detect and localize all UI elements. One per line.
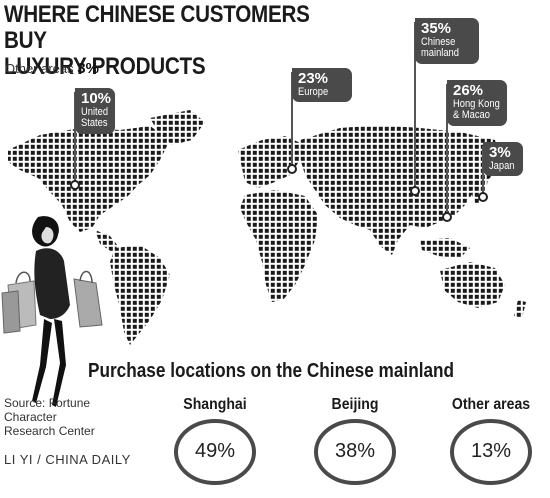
percentage-ring: 38% <box>314 419 396 485</box>
city-name: Shanghai <box>183 396 247 413</box>
page-title: WHERE CHINESE CUSTOMERS BUY LUXURY PRODU… <box>4 2 348 80</box>
flag-mainland: 35% Chinese mainland <box>415 18 479 64</box>
shopper-illustration <box>1 216 103 407</box>
flag-pct: 10% <box>81 90 112 107</box>
flag-place: Hong Kong <box>453 97 500 110</box>
flag-europe: 23% Europe <box>292 68 352 103</box>
asia-land <box>300 125 500 255</box>
flag-place: mainland <box>421 47 459 60</box>
flag-pct: 23% <box>298 70 329 87</box>
greenland-land <box>150 110 205 145</box>
city-value: 49% <box>194 440 236 462</box>
location-marker <box>70 180 80 190</box>
city-beijing: Beijing 38% <box>300 396 410 485</box>
flag-pole <box>414 22 416 188</box>
flag-pole <box>74 92 76 182</box>
source-line: Research Center <box>4 424 95 438</box>
flag-pole <box>446 84 448 214</box>
other-areas-value: 3% <box>77 60 99 77</box>
source-line: Source: Fortune <box>4 396 91 410</box>
europe-land <box>238 136 305 188</box>
other-areas-label: Other areas <box>5 61 74 76</box>
leg-shape <box>52 319 66 407</box>
flag-place: Europe <box>298 85 329 98</box>
location-marker <box>287 164 297 174</box>
city-value: 38% <box>334 440 376 462</box>
percentage-ring: 49% <box>174 419 256 485</box>
face-shape <box>41 227 54 244</box>
south-america-land <box>110 245 170 345</box>
other-areas-note: Other areas 3% <box>5 60 99 77</box>
city-name: Beijing <box>331 396 379 413</box>
location-marker <box>442 212 452 222</box>
location-marker <box>410 186 420 196</box>
city-other-areas: Other areas 13% <box>436 396 546 485</box>
percentage-ring: 13% <box>450 419 532 485</box>
city-name: Other areas <box>451 396 531 413</box>
shopping-bag-left-back <box>1 290 21 334</box>
city-shanghai: Shanghai 49% <box>160 396 270 485</box>
flag-pct: 26% <box>453 82 484 99</box>
leg-shape <box>32 319 52 403</box>
flag-pole <box>291 72 293 166</box>
central-america-land <box>95 230 118 252</box>
flag-pct: 3% <box>489 144 511 161</box>
se-asia-land <box>420 238 470 258</box>
flag-place: & Macao <box>453 109 490 122</box>
source-note: Source: Fortune Character Research Cente… <box>4 396 114 438</box>
mainland-section-title: Purchase locations on the Chinese mainla… <box>88 360 455 382</box>
flag-place: States <box>81 117 108 130</box>
shopping-bag-right <box>73 278 103 328</box>
flag-us: 10% United States <box>75 88 115 134</box>
new-zealand-land <box>514 300 526 318</box>
bag-handle <box>79 270 93 284</box>
coat-shape <box>34 248 70 319</box>
flag-pct: 35% <box>421 20 452 37</box>
north-america-land <box>8 126 170 232</box>
bag-handle <box>15 271 31 284</box>
africa-land <box>240 190 318 302</box>
location-marker <box>478 192 488 202</box>
australia-land <box>440 262 505 308</box>
flag-hk: 26% Hong Kong & Macao <box>447 80 507 126</box>
title-line: LUXURY PRODUCTS <box>4 53 206 80</box>
flag-place: United <box>81 105 109 118</box>
credit-line: LI YI / CHINA DAILY <box>4 452 131 467</box>
flag-place: Japan <box>489 159 515 172</box>
city-value: 13% <box>470 440 512 462</box>
title-line: WHERE CHINESE CUSTOMERS BUY <box>4 1 310 54</box>
flag-japan: 3% Japan <box>483 142 523 177</box>
flag-place: Chinese <box>421 35 456 48</box>
source-line: Character <box>4 410 57 424</box>
